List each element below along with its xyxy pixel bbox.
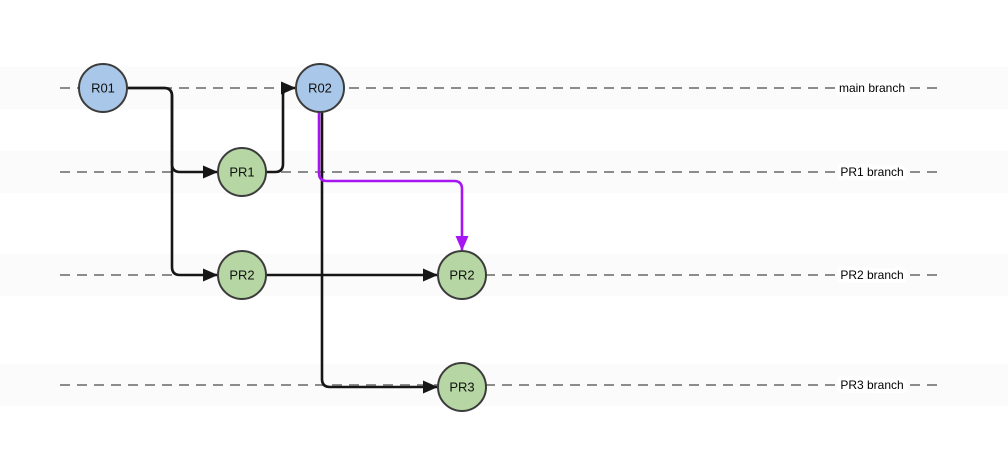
- node-PR3[interactable]: PR3: [437, 362, 487, 412]
- node-PR1[interactable]: PR1: [217, 147, 267, 197]
- node-circle-R02[interactable]: [295, 63, 345, 113]
- edge-R02-to-PR2-right: [317, 110, 469, 251]
- edge-R01-to-PR2-left: [127, 86, 218, 282]
- node-R01[interactable]: R01: [78, 63, 128, 113]
- node-PR2-left[interactable]: PR2: [217, 250, 267, 300]
- lane-label-pr1: PR1 branch: [840, 165, 903, 179]
- node-PR2-right[interactable]: PR2: [437, 250, 487, 300]
- node-label-PR2-right: PR2: [449, 268, 474, 283]
- node-R02[interactable]: R02: [295, 63, 345, 113]
- lane-label-pr3: PR3 branch: [840, 378, 903, 392]
- node-circle-PR3[interactable]: [437, 362, 487, 412]
- lane-label-main: main branch: [839, 81, 905, 95]
- node-circle-R01[interactable]: [78, 63, 128, 113]
- edge-R02-to-PR3: [320, 112, 438, 394]
- edge-PR1-to-R02: [266, 81, 296, 174]
- node-label-PR1: PR1: [229, 165, 254, 180]
- node-label-R01: R01: [91, 81, 115, 96]
- node-label-PR3: PR3: [449, 380, 474, 395]
- node-circle-PR2-right[interactable]: [437, 250, 487, 300]
- node-label-PR2-left: PR2: [229, 268, 254, 283]
- node-circle-PR1[interactable]: [217, 147, 267, 197]
- node-label-R02: R02: [308, 81, 332, 96]
- node-circle-PR2-left[interactable]: [217, 250, 267, 300]
- lane-label-pr2: PR2 branch: [840, 268, 903, 282]
